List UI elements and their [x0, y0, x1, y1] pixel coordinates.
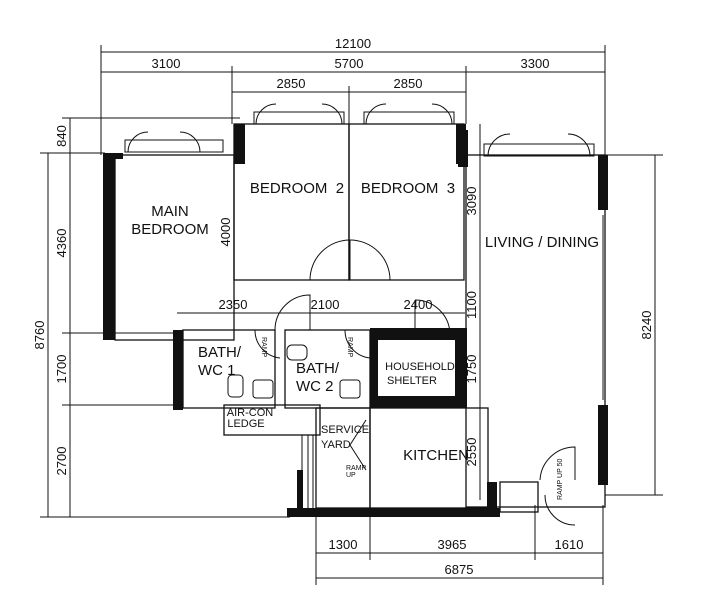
dim-right-3: 1750	[464, 355, 479, 384]
dim-bottom-3: 1610	[555, 537, 584, 552]
dimension-labels: 12100 3100 5700 3300 2850 2850 8760 840 …	[32, 36, 654, 577]
bedroom2-label: BEDROOM 2	[250, 180, 344, 197]
dim-bottom-2: 3965	[438, 537, 467, 552]
dim-left-3: 1700	[54, 355, 69, 384]
ramp-label-1: RAMP	[346, 465, 367, 472]
dim-right-4: 2550	[464, 438, 479, 467]
dim-top-3: 3300	[521, 56, 550, 71]
living-dining-label: LIVING / DINING	[485, 234, 599, 251]
dim-mid-2: 2100	[311, 297, 340, 312]
windows	[103, 103, 604, 400]
ramp-label-2: UP	[346, 472, 356, 479]
dim-mid-3: 2400	[404, 297, 433, 312]
dim-left-1: 840	[54, 125, 69, 147]
dim-bed3-width: 2850	[394, 76, 423, 91]
dim-top-2: 5700	[335, 56, 364, 71]
dim-right-total: 8240	[639, 311, 654, 340]
bath1-label-1: BATH/	[198, 344, 242, 361]
main-bedroom-label-2: BEDROOM	[131, 221, 209, 238]
main-bedroom-label-1: MAIN	[151, 203, 189, 220]
aircon-label-2: LEDGE	[227, 418, 264, 430]
shelter-label-2: SHELTER	[387, 375, 437, 387]
ramp-label-entrance: RAMP UP 50	[557, 459, 564, 500]
dim-bottom-1: 1300	[329, 537, 358, 552]
ramp-label-bath1: RAMP	[260, 337, 267, 358]
dim-left-2: 4360	[54, 229, 69, 258]
dim-right-1: 3090	[464, 187, 479, 216]
dim-top-1: 3100	[152, 56, 181, 71]
dim-bed2-width: 2850	[277, 76, 306, 91]
shelter-label-1: HOUSEHOLD	[385, 361, 455, 373]
bath2-label-1: BATH/	[296, 360, 340, 377]
dim-right-2: 1100	[464, 291, 479, 319]
bedroom3-label: BEDROOM 3	[361, 180, 455, 197]
bath1-label-2: WC 1	[198, 362, 236, 379]
doors[interactable]	[254, 239, 576, 526]
kitchen-label: KITCHEN	[403, 447, 469, 464]
dim-left-4: 2700	[54, 447, 69, 476]
service-yard-label-1: SERVICE	[321, 424, 369, 436]
walls	[103, 123, 608, 517]
ramp-label-bath2: RAMP	[346, 337, 353, 358]
dimension-lines	[40, 45, 663, 585]
aircon-label-1: AIR-CON	[227, 407, 274, 419]
room-labels: MAIN BEDROOM BEDROOM 2 BEDROOM 3 LIVING …	[131, 180, 599, 500]
dim-mid-1: 2350	[219, 297, 248, 312]
dim-bed2-height: 4000	[218, 218, 233, 247]
dim-top-total: 12100	[335, 36, 371, 51]
bath2-label-2: WC 2	[296, 378, 334, 395]
fixtures	[227, 344, 361, 508]
dim-left-total: 8760	[32, 321, 47, 350]
service-yard-label-2: YARD	[321, 439, 351, 451]
dim-bottom-total: 6875	[445, 562, 474, 577]
